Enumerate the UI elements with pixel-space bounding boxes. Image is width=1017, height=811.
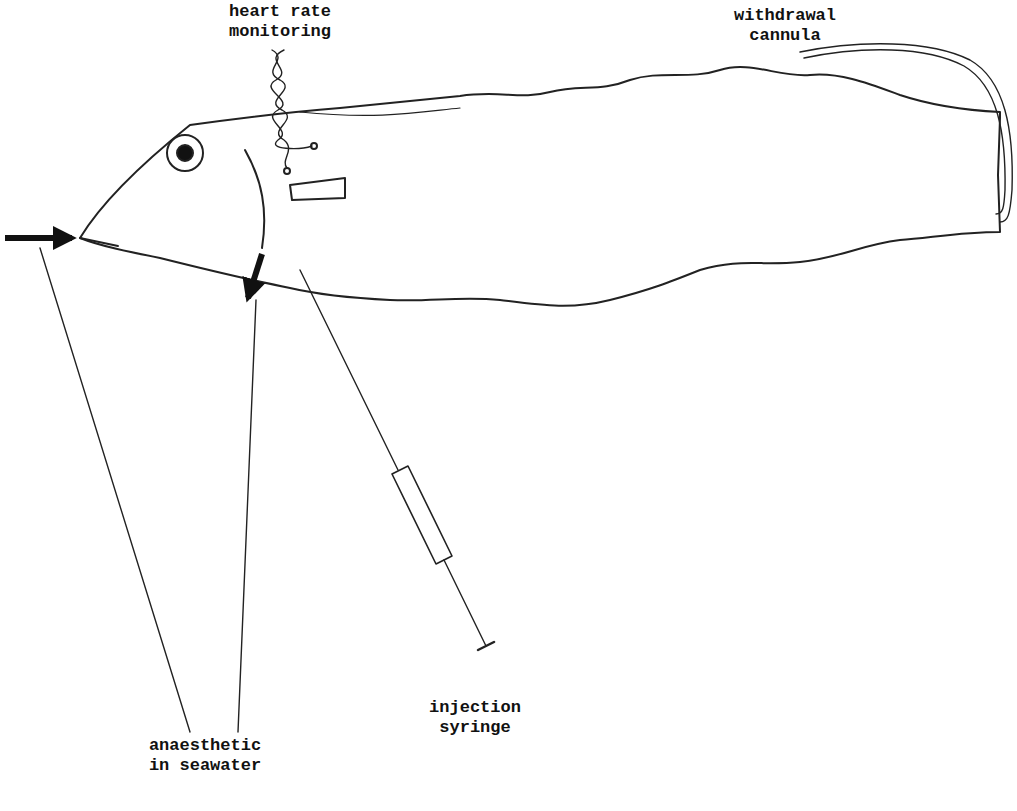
- syringe-needle: [300, 270, 398, 470]
- syringe-barrel: [392, 466, 452, 564]
- gill-cover: [245, 150, 264, 248]
- electrode: [284, 168, 290, 174]
- callout-label: heart rate monitoring: [225, 2, 335, 42]
- cannula: [800, 44, 1012, 222]
- pupil: [177, 145, 193, 161]
- callout-label: injection syringe: [420, 698, 530, 738]
- syringe-plunger: [444, 560, 486, 646]
- callout-label: anaesthetic in seawater: [140, 736, 270, 776]
- lateral-line: [300, 108, 460, 115]
- leader-line: [40, 248, 190, 732]
- pectoral-fin: [290, 178, 345, 200]
- syringe-plunger: [478, 642, 494, 650]
- fish-outline: [80, 67, 1000, 306]
- cannula: [804, 50, 1005, 214]
- flow-arrow: [5, 235, 72, 241]
- mouth-line: [80, 238, 118, 246]
- flow-arrow: [248, 254, 262, 298]
- electrode-wire: [271, 50, 312, 148]
- electrode: [311, 143, 317, 149]
- eye: [167, 135, 203, 171]
- leader-line: [238, 300, 256, 732]
- callout-label: withdrawal cannula: [730, 6, 840, 46]
